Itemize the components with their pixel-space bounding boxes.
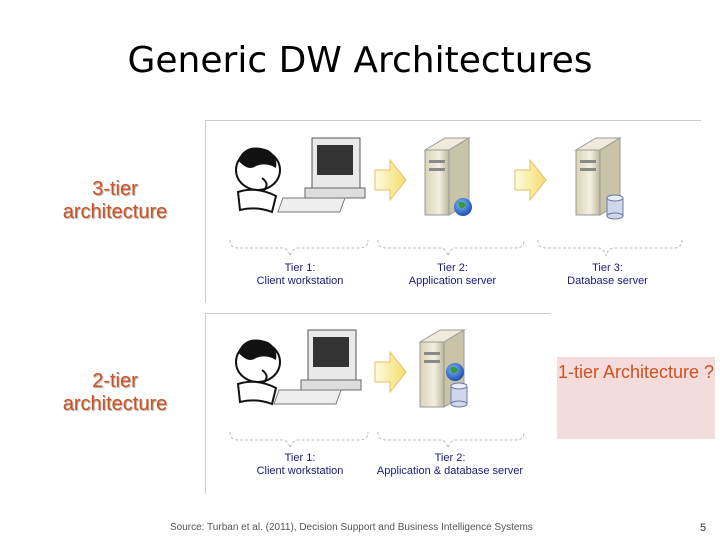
database-icon	[450, 382, 468, 408]
computer-icon	[273, 329, 362, 405]
arrow-icon	[514, 158, 547, 202]
arrow-icon	[374, 350, 407, 394]
label-1tier-box: 1-tier Architecture ?	[557, 357, 715, 439]
server-icon	[423, 137, 471, 216]
globe-icon	[454, 198, 472, 216]
label-2tier: 2-tier architecture	[62, 370, 168, 415]
tier2-caption-3tier: Tier 2:Application server	[408, 262, 497, 287]
server-icon	[574, 137, 622, 216]
computer-icon	[277, 137, 366, 213]
source-citation: Source: Turban et al. (2011), Decision S…	[170, 522, 533, 533]
person-icon	[235, 339, 281, 406]
tier-braces-2tier	[229, 431, 525, 449]
person-icon	[235, 147, 281, 214]
tier2-caption-2tier: Tier 2:Application & database server	[376, 452, 524, 477]
tier1-caption-2tier: Tier 1:Client workstation	[256, 452, 344, 477]
tier3-caption-3tier: Tier 3:Database server	[567, 262, 648, 287]
slide-title: Generic DW Architectures	[127, 40, 593, 81]
globe-icon	[446, 363, 464, 381]
tier-braces-3tier	[229, 239, 683, 257]
label-3tier: 3-tier architecture	[62, 178, 168, 223]
arrow-icon	[374, 158, 407, 202]
page-number: 5	[700, 522, 707, 534]
database-icon	[606, 194, 624, 220]
tier1-caption-3tier: Tier 1:Client workstation	[256, 262, 344, 287]
